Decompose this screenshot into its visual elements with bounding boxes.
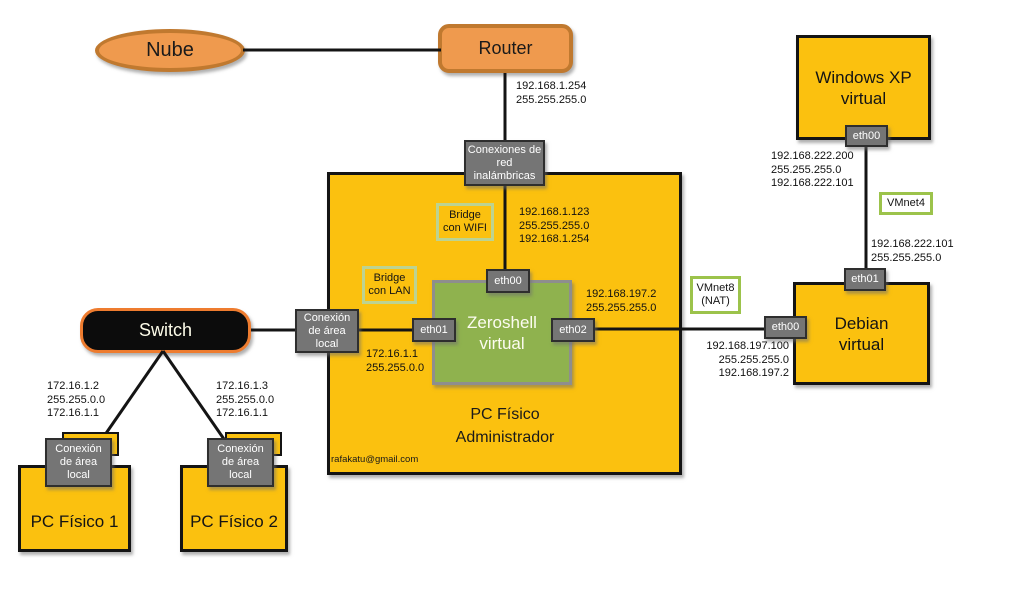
node-nube: Nube: [95, 29, 245, 72]
vmnet4-tag: VMnet4: [879, 192, 933, 215]
wireless-connection-tab: Conexiones de red inalámbricas: [464, 140, 545, 186]
ip-debian-eth00: 192.168.197.100 255.255.255.0 192.168.19…: [706, 340, 789, 379]
ip-admin-wifi: 192.168.1.123 255.255.255.0 192.168.1.25…: [519, 206, 590, 245]
ip-pc1: 172.16.1.2 255.255.0.0 172.16.1.1: [47, 380, 106, 419]
node-switch-label: Switch: [138, 320, 192, 340]
ip-pc2: 172.16.1.3 255.255.0.0 172.16.1.1: [216, 380, 275, 419]
admin-email-text: rafakatu@gmail.com: [331, 454, 419, 465]
lan-connection-pc1-tab: Conexión de área local: [45, 438, 112, 487]
lan-connection-pc2-tab: Conexión de área local: [207, 438, 274, 487]
windows-xp-eth00-port: eth00: [845, 125, 888, 147]
node-debian: Debian virtual: [793, 282, 930, 385]
node-pc1-label: PC Físico 1: [30, 512, 119, 531]
node-zeroshell-label: Zeroshell virtual: [467, 312, 537, 353]
line-switch-pc1: [98, 350, 165, 443]
node-debian-label: Debian virtual: [834, 313, 889, 354]
node-router-label: Router: [478, 38, 533, 58]
ip-zeroshell-eth02: 192.168.197.2 255.255.255.0: [586, 288, 657, 314]
line-switch-pc2: [161, 350, 228, 443]
node-router: Router: [438, 24, 573, 73]
node-admin-pc-label: PC Físico Administrador: [455, 406, 555, 446]
zeroshell-eth00-port: eth00: [486, 269, 530, 293]
node-windows-xp-label: Windows XP virtual: [815, 67, 912, 108]
ip-debian-eth01: 192.168.222.101 255.255.255.0: [871, 238, 954, 264]
node-nube-label: Nube: [146, 39, 194, 61]
zeroshell-eth01-port: eth01: [412, 318, 456, 342]
node-pc2-label: PC Físico 2: [190, 512, 278, 531]
ip-xp-eth00: 192.168.222.200 255.255.255.0 192.168.22…: [771, 150, 854, 189]
bridge-lan-tag: Bridge con LAN: [362, 266, 417, 304]
zeroshell-eth02-port: eth02: [551, 318, 595, 342]
bridge-wifi-tag: Bridge con WIFI: [436, 203, 494, 241]
debian-eth00-port: eth00: [764, 316, 807, 339]
vmnet8-nat-tag: VMnet8 (NAT): [690, 276, 741, 314]
node-switch: Switch: [80, 308, 251, 353]
lan-connection-admin-tab: Conexión de área local: [295, 309, 359, 353]
ip-router-wan: 192.168.1.254 255.255.255.0: [516, 80, 587, 106]
debian-eth01-port: eth01: [844, 268, 886, 291]
ip-zeroshell-eth01: 172.16.1.1 255.255.0.0: [366, 348, 425, 374]
